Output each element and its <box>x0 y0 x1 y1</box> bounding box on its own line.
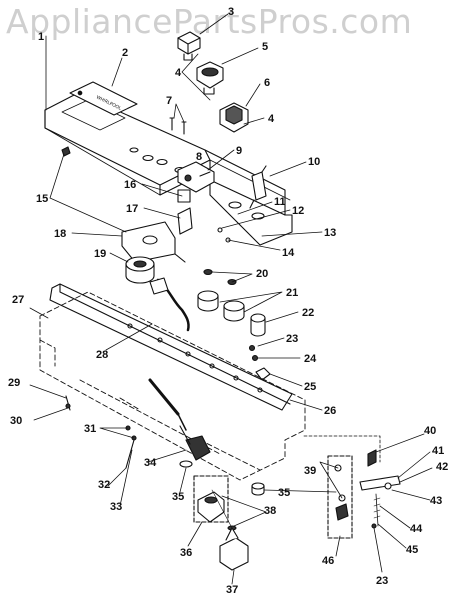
callout-36: 36 <box>180 547 192 559</box>
console-end-box <box>204 149 293 246</box>
knobs-21 <box>197 290 245 322</box>
callout-38: 38 <box>264 505 276 517</box>
callout-35a: 35 <box>172 491 184 503</box>
callout-29: 29 <box>8 377 20 389</box>
selector-37 <box>219 527 249 571</box>
callout-35b: 35 <box>278 487 290 499</box>
bracket-18 <box>121 221 186 263</box>
switch-36 <box>193 475 229 523</box>
callout-33: 33 <box>110 501 122 513</box>
callout-45: 45 <box>406 544 418 556</box>
clip-15 <box>61 146 71 157</box>
callout-25: 25 <box>304 381 316 393</box>
callout-30: 30 <box>10 415 22 427</box>
callout-8: 8 <box>196 151 202 163</box>
switch-16-17 <box>177 189 193 235</box>
callout-22: 22 <box>302 307 314 319</box>
callout-5: 5 <box>262 41 268 53</box>
callout-44: 44 <box>410 523 423 535</box>
callout-11: 11 <box>274 196 286 208</box>
control-rail <box>49 283 293 411</box>
callout-15: 15 <box>36 193 48 205</box>
nuts-20 <box>203 268 237 286</box>
callout-39: 39 <box>304 465 316 477</box>
knob-22 <box>250 313 266 337</box>
callout-27: 27 <box>12 294 24 306</box>
callout-31: 31 <box>84 423 96 435</box>
callout-43: 43 <box>430 495 442 507</box>
callout-26: 26 <box>324 405 336 417</box>
callout-12: 12 <box>292 205 304 217</box>
callout-17: 17 <box>126 203 138 215</box>
callout-32: 32 <box>98 479 110 491</box>
callout-20: 20 <box>256 268 268 280</box>
callout-42: 42 <box>436 461 448 473</box>
watermark: AppliancePartsPros.com <box>6 2 413 41</box>
callout-7: 7 <box>166 95 172 107</box>
leader-lines <box>29 13 433 585</box>
callout-2: 2 <box>122 47 128 59</box>
knob-5 <box>196 61 224 95</box>
callout-3: 3 <box>228 6 234 18</box>
callout-1: 1 <box>38 31 44 43</box>
callout-24: 24 <box>304 353 317 365</box>
callout-4a: 4 <box>175 67 182 79</box>
lever-28 <box>148 378 187 431</box>
callout-6: 6 <box>264 77 270 89</box>
callout-16: 16 <box>124 179 136 191</box>
screws-31-33 <box>125 425 137 469</box>
callout-19: 19 <box>94 248 106 260</box>
wire-harness <box>149 277 190 332</box>
name-plate <box>69 81 138 116</box>
timer-motor-19 <box>125 256 155 284</box>
callout-18: 18 <box>54 228 66 240</box>
callout-4b: 4 <box>268 113 275 125</box>
callout-9: 9 <box>236 145 242 157</box>
parts-40-45 <box>359 449 401 529</box>
knob-3 <box>177 31 201 61</box>
washers-35 <box>179 460 265 496</box>
callout-14: 14 <box>282 247 295 259</box>
callout-23b: 23 <box>376 575 388 587</box>
callout-46: 46 <box>322 555 334 567</box>
lamp-10 <box>249 165 267 209</box>
callout-40: 40 <box>424 425 436 437</box>
bracket-8-9 <box>177 161 215 193</box>
roller-34 <box>179 425 211 461</box>
callout-23a: 23 <box>286 333 298 345</box>
callout-34: 34 <box>144 457 157 469</box>
callout-28: 28 <box>96 349 108 361</box>
knob-6 <box>219 102 249 133</box>
callout-21: 21 <box>286 287 298 299</box>
callout-10: 10 <box>308 156 320 168</box>
callout-13: 13 <box>324 227 336 239</box>
callout-41: 41 <box>432 445 444 457</box>
callout-37: 37 <box>226 584 238 596</box>
callout-labels: 1 2 3 4 5 6 4 7 8 9 10 11 12 13 14 15 16… <box>8 6 448 596</box>
